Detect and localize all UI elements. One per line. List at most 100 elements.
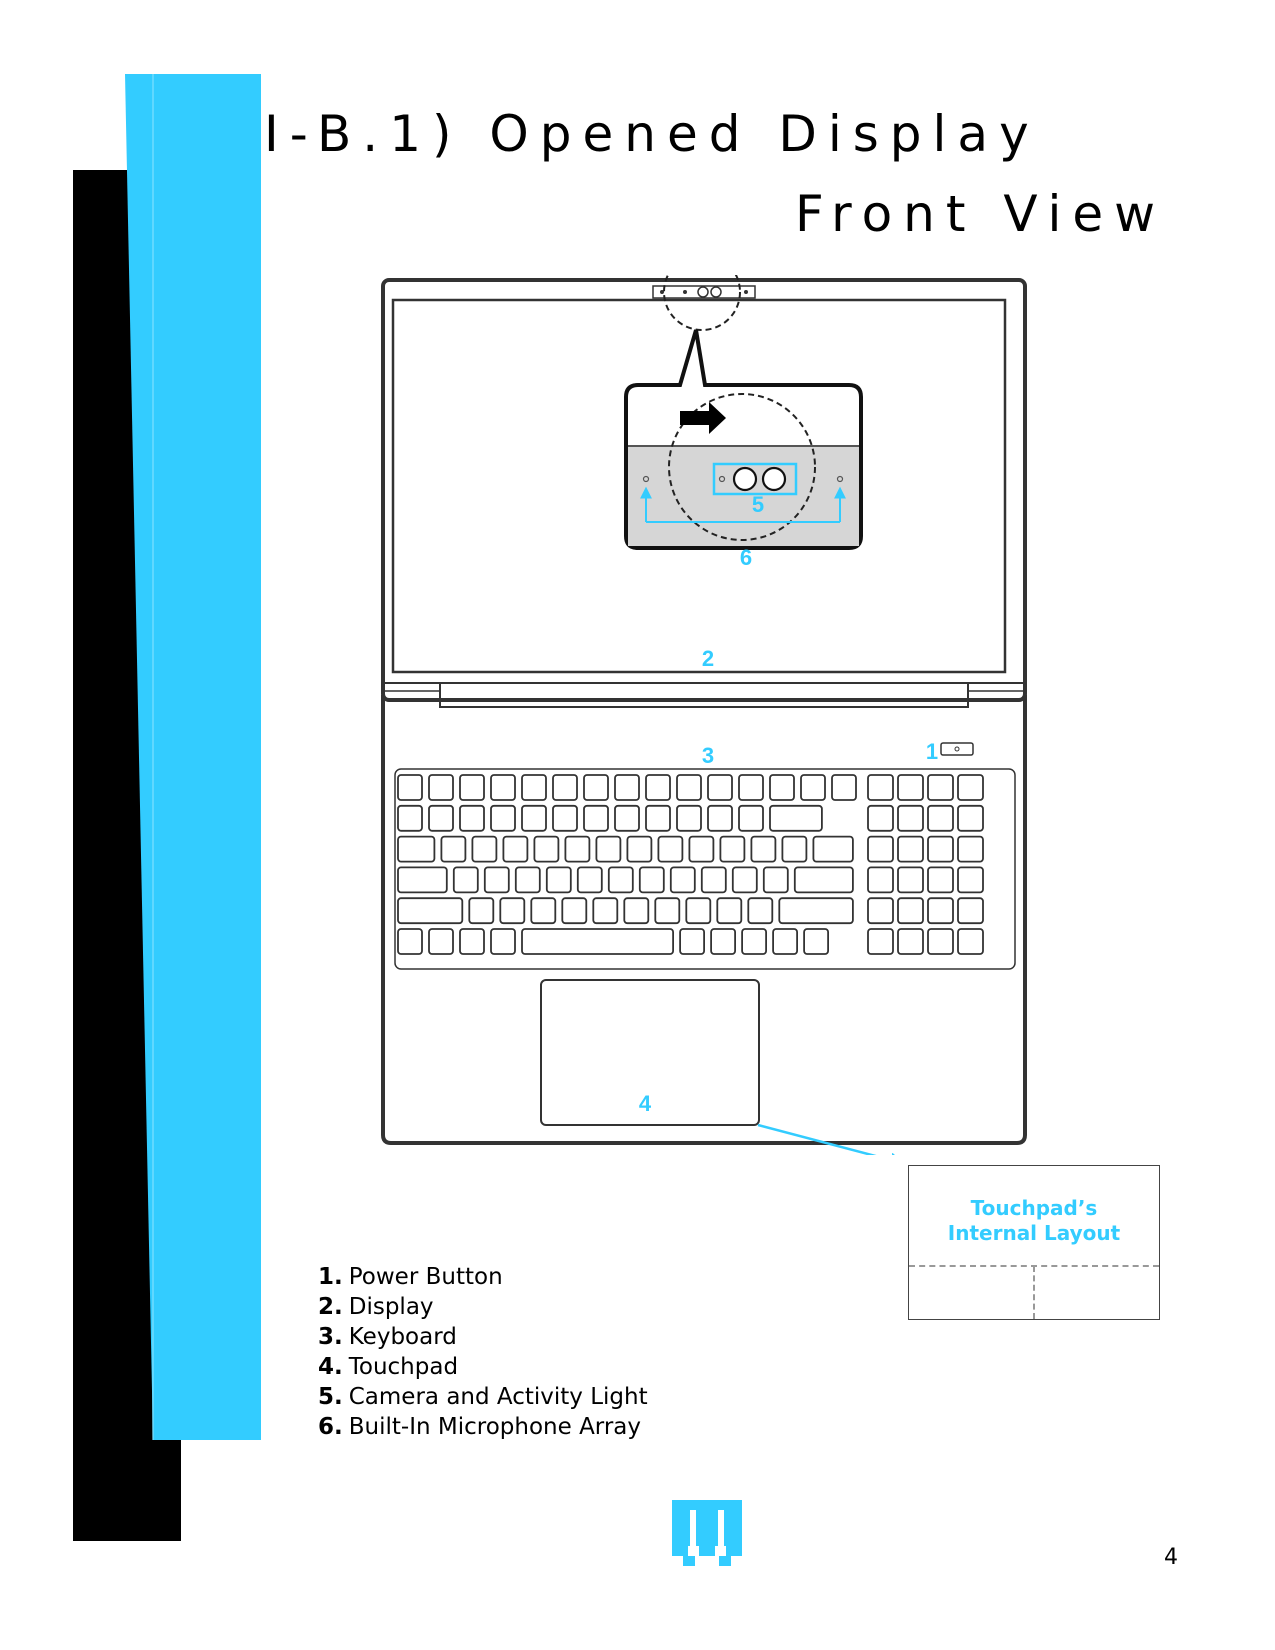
keyboard-key: [564, 835, 591, 863]
keyboard-key: [521, 928, 675, 955]
arrow-right-icon: [680, 402, 726, 434]
camera-label-box: [712, 462, 798, 496]
keyboard-key: [490, 928, 516, 955]
numpad-key: [867, 866, 894, 894]
keyboard-key: [778, 897, 854, 925]
keyboard-key: [769, 774, 795, 801]
laptop-lid: [381, 278, 1027, 702]
keyboard-key: [614, 774, 640, 801]
keyboard-key: [514, 866, 541, 894]
numpad-key: [897, 774, 924, 801]
keyboard-key: [645, 804, 671, 832]
keyboard-key: [490, 774, 516, 801]
keyboard-key: [397, 897, 464, 925]
keyboard-key: [676, 774, 702, 801]
keyboard-key: [459, 804, 485, 832]
legend-item: 1.Power Button: [318, 1264, 503, 1290]
keyboard-key: [397, 774, 423, 801]
keyboard-key: [769, 804, 823, 832]
keyboard-key: [716, 897, 743, 925]
keyboard-key: [452, 866, 479, 894]
numpad-key: [927, 804, 954, 832]
touchpad-internal-layout-box: Touchpad’s Internal Layout: [908, 1165, 1160, 1320]
keyboard-key: [793, 866, 854, 894]
keyboard-key: [552, 774, 578, 801]
keyboard-key: [459, 774, 485, 801]
keyboard-key: [428, 774, 454, 801]
keyboard-key: [741, 928, 768, 955]
keyboard-key: [592, 897, 619, 925]
keyboard-key: [800, 774, 826, 801]
keyboard-key: [483, 866, 510, 894]
label-camera: 5: [752, 492, 764, 517]
page-subtitle: Front View: [795, 185, 1167, 243]
keyboard-key: [471, 835, 498, 863]
label-keyboard: 3: [702, 743, 714, 768]
keyboard-key: [468, 897, 495, 925]
keyboard-key: [654, 897, 681, 925]
numpad-key: [897, 866, 924, 894]
laptop-base: [381, 695, 1027, 1145]
keyboard-key: [533, 835, 560, 863]
keyboard-key: [657, 835, 684, 863]
numpad-key: [867, 774, 894, 801]
keyboard-key: [459, 928, 485, 955]
keyboard-key: [679, 928, 706, 955]
camera-lens: [732, 466, 758, 492]
numpad-key: [957, 804, 984, 832]
hinge: [439, 682, 969, 708]
camera-zoom-callout: [624, 329, 863, 550]
keyboard-key: [669, 866, 696, 894]
legend-item: 2.Display: [318, 1294, 434, 1320]
keyboard-key: [626, 835, 653, 863]
legend-item: 5.Camera and Activity Light: [318, 1384, 648, 1410]
label-display: 2: [702, 646, 714, 671]
keyboard-key: [762, 866, 789, 894]
keyboard-key: [781, 835, 808, 863]
numpad-key: [957, 928, 984, 955]
microphone-left: [642, 475, 650, 483]
keyboard-key: [676, 804, 702, 832]
microphone-right: [836, 475, 844, 483]
keyboard-key: [707, 804, 733, 832]
keyboard-key: [583, 774, 609, 801]
keyboard-key: [490, 804, 516, 832]
keyboard-key: [685, 897, 712, 925]
keyboard-key: [614, 804, 640, 832]
legend-list: 1.Power Button 2.Display 3.Keyboard 4.To…: [318, 1262, 648, 1442]
keyboard-key: [688, 835, 715, 863]
keyboard-key: [545, 866, 572, 894]
keyboard-key: [499, 897, 526, 925]
numpad-key: [867, 928, 894, 955]
keyboard-key: [397, 804, 423, 832]
keyboard-key: [530, 897, 557, 925]
keyboard-key: [561, 897, 588, 925]
keyboard-key: [707, 774, 733, 801]
legend-item: 6.Built-In Microphone Array: [318, 1414, 642, 1440]
keyboard-key: [397, 866, 448, 894]
numpad-key: [957, 897, 984, 925]
keyboard-key: [428, 928, 454, 955]
numpad-key: [957, 774, 984, 801]
keyboard-key: [428, 804, 454, 832]
power-button-outline: [940, 742, 974, 756]
brand-logo-icon: [672, 1500, 742, 1566]
numpad-key: [927, 928, 954, 955]
numpad-key: [957, 835, 984, 863]
numpad-key: [927, 774, 954, 801]
numpad-key: [927, 897, 954, 925]
keyboard-key: [623, 897, 650, 925]
display-panel: [391, 298, 1007, 674]
legend-item: 3.Keyboard: [318, 1324, 457, 1350]
numpad-key: [957, 866, 984, 894]
numpad-key: [927, 866, 954, 894]
keyboard-key: [803, 928, 830, 955]
numpad-key: [867, 835, 894, 863]
keyboard-key: [397, 928, 423, 955]
laptop-front-view-diagram: 2 3 1 4 5 6: [381, 275, 1027, 1155]
keyboard-key: [638, 866, 665, 894]
keyboard-area: [394, 768, 1016, 970]
callout-title: Touchpad’s Internal Layout: [947, 1196, 1121, 1245]
keyboard-key: [750, 835, 777, 863]
keyboard-key: [397, 835, 436, 863]
